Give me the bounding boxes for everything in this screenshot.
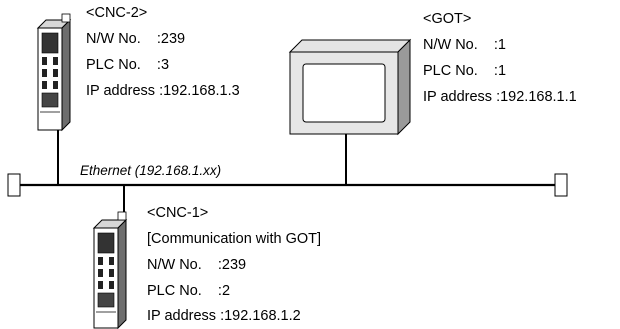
cnc1-nw-no: N/W No. :239 [147, 257, 247, 273]
cnc2-title: <CNC-2> [86, 5, 148, 21]
cnc1-title: <CNC-1> [147, 205, 209, 221]
cnc2-unit-icon [36, 13, 72, 132]
got-plc-no: PLC No. :1 [423, 63, 507, 79]
got-ip-address: IP address :192.168.1.1 [423, 89, 577, 105]
left-terminator [7, 173, 21, 197]
got-unit-icon [288, 38, 412, 136]
got-nw-no: N/W No. :1 [423, 37, 506, 53]
cnc1-ip-address: IP address :192.168.1.2 [147, 308, 301, 324]
ethernet-label: Ethernet (192.168.1.xx) [80, 163, 222, 178]
cnc1-unit-icon [92, 211, 128, 329]
cnc1-note: [Communication with GOT] [147, 231, 322, 247]
right-terminator [554, 173, 568, 197]
cnc2-nw-no: N/W No. :239 [86, 31, 186, 47]
cnc2-plc-no: PLC No. :3 [86, 57, 170, 73]
cnc2-ip-address: IP address :192.168.1.3 [86, 83, 240, 99]
cnc1-plc-no: PLC No. :2 [147, 283, 231, 299]
got-title: <GOT> [423, 11, 472, 27]
